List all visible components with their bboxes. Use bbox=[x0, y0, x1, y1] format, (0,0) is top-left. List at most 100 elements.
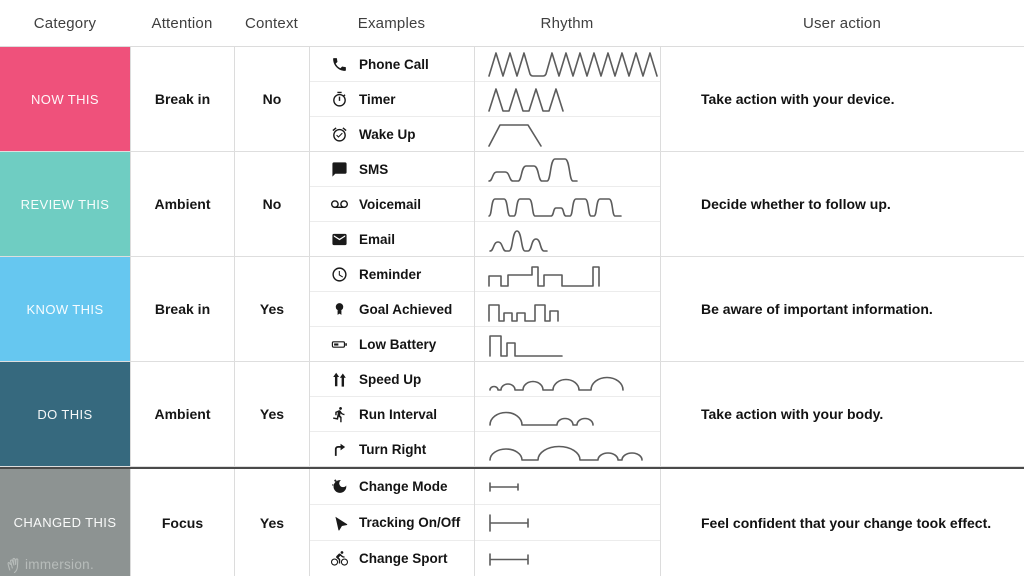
user-action-cell: Feel confident that your change took eff… bbox=[660, 469, 1024, 576]
rhythm-cell bbox=[474, 469, 660, 576]
rhythm-sms bbox=[475, 152, 660, 187]
category-cell: REVIEW THIS bbox=[0, 152, 130, 256]
user-action-cell: Take action with your device. bbox=[660, 47, 1024, 151]
watermark-text: immersion. bbox=[25, 557, 95, 572]
example-tracking-on-off: Tracking On/Off bbox=[310, 505, 474, 541]
example-label: SMS bbox=[359, 161, 389, 177]
user-action-cell: Decide whether to follow up. bbox=[660, 152, 1024, 256]
waveform-four-sharp-peaks bbox=[488, 88, 564, 112]
category-cell: CHANGED THIS bbox=[0, 469, 130, 576]
example-reminder: Reminder bbox=[310, 257, 474, 292]
rhythm-cell bbox=[474, 257, 660, 361]
rhythm-phone-call bbox=[475, 47, 660, 82]
example-voicemail: Voicemail bbox=[310, 187, 474, 222]
example-label: Change Mode bbox=[359, 479, 448, 494]
table-body: NOW THIS Break in No Phone Call Timer Wa… bbox=[0, 47, 1024, 576]
attention-value: Ambient bbox=[154, 406, 211, 422]
row-know-this: KNOW THIS Break in Yes Reminder Goal Ach… bbox=[0, 257, 1024, 362]
waveform-double-pulse-pause-small-double-pulse bbox=[488, 198, 622, 217]
category-label: KNOW THIS bbox=[26, 301, 104, 317]
category-label: CHANGED THIS bbox=[13, 515, 117, 530]
examples-cell: SMS Voicemail Email bbox=[309, 152, 474, 256]
attention-value: Break in bbox=[154, 91, 211, 107]
example-label: Reminder bbox=[359, 266, 422, 282]
user-action-text: Decide whether to follow up. bbox=[701, 196, 891, 212]
example-timer: Timer bbox=[310, 82, 474, 117]
category-label: REVIEW THIS bbox=[20, 196, 110, 212]
examples-cell: Change Mode Tracking On/Off Change Sport bbox=[309, 469, 474, 576]
attention-cell: Focus bbox=[130, 469, 234, 576]
rhythm-low-battery bbox=[475, 327, 660, 361]
rhythm-cell bbox=[474, 152, 660, 256]
user-action-cell: Take action with your body. bbox=[660, 362, 1024, 466]
header-context: Context bbox=[244, 14, 299, 32]
waveform-three-rising-round-pulses bbox=[488, 158, 578, 182]
waveform-large-hump-pause-two-small bbox=[489, 411, 594, 426]
rhythm-reminder bbox=[475, 257, 660, 292]
examples-cell: Reminder Goal Achieved Low Battery bbox=[309, 257, 474, 361]
alarm-check-icon bbox=[332, 126, 347, 142]
category-label: NOW THIS bbox=[31, 91, 99, 107]
medal-icon bbox=[335, 302, 344, 315]
example-wake-up: Wake Up bbox=[310, 117, 474, 151]
example-run-interval: Run Interval bbox=[310, 397, 474, 432]
context-cell: Yes bbox=[234, 469, 309, 576]
context-value: No bbox=[262, 91, 282, 107]
waveform-medium-large-two-small-humps bbox=[489, 445, 643, 461]
rhythm-speed-up bbox=[475, 362, 660, 397]
rhythm-email bbox=[475, 222, 660, 256]
category-cell: DO THIS bbox=[0, 362, 130, 466]
waveform-zigzag-burst-pause-long-burst bbox=[488, 52, 658, 77]
attention-value: Break in bbox=[154, 301, 211, 317]
immersion-hand-logo-icon bbox=[7, 557, 19, 573]
category-label: DO THIS bbox=[37, 406, 93, 422]
row-changed-this: CHANGED THIS Focus Yes Change Mode Track… bbox=[0, 467, 1024, 576]
waveform-mixed-square-wave-long bbox=[488, 266, 600, 287]
context-cell: Yes bbox=[234, 362, 309, 466]
rhythm-voicemail bbox=[475, 187, 660, 222]
waveform-tall-medium-square-pulse-fade bbox=[489, 335, 563, 357]
example-label: Run Interval bbox=[359, 406, 438, 422]
examples-cell: Phone Call Timer Wake Up bbox=[309, 47, 474, 151]
user-action-cell: Be aware of important information. bbox=[660, 257, 1024, 361]
waveform-rising-humps bbox=[489, 376, 624, 391]
rhythm-cell bbox=[474, 47, 660, 151]
examples-cell: Speed Up Run Interval Turn Right bbox=[309, 362, 474, 466]
example-label: Speed Up bbox=[359, 371, 422, 387]
attention-value: Ambient bbox=[154, 196, 211, 212]
example-change-mode: Change Mode bbox=[310, 469, 474, 505]
rhythm-tracking-on-off bbox=[475, 505, 660, 541]
context-cell: No bbox=[234, 152, 309, 256]
example-label: Low Battery bbox=[359, 336, 437, 352]
example-label: Change Sport bbox=[359, 551, 448, 566]
header-rhythm: Rhythm bbox=[540, 14, 594, 32]
example-label: Goal Achieved bbox=[359, 301, 453, 317]
header-attention: Attention bbox=[151, 14, 213, 32]
example-label: Timer bbox=[359, 91, 396, 107]
rhythm-timer bbox=[475, 82, 660, 117]
waveform-square-pulse-cluster bbox=[488, 304, 559, 322]
waveform-sustained-pulse-strong-start bbox=[489, 513, 529, 532]
example-label: Phone Call bbox=[359, 56, 429, 72]
user-action-text: Take action with your body. bbox=[701, 406, 884, 422]
attention-cell: Ambient bbox=[130, 152, 234, 256]
navigation-arrow-icon bbox=[335, 516, 348, 531]
context-value: No bbox=[262, 196, 282, 212]
user-action-text: Take action with your device. bbox=[701, 91, 895, 107]
battery-icon bbox=[331, 340, 347, 348]
example-goal-achieved: Goal Achieved bbox=[310, 292, 474, 327]
example-label: Tracking On/Off bbox=[359, 515, 461, 530]
rhythm-turn-right bbox=[475, 432, 660, 466]
email-icon bbox=[332, 233, 347, 245]
context-value: Yes bbox=[259, 406, 285, 422]
cyclist-icon bbox=[331, 551, 348, 566]
rhythm-change-mode bbox=[475, 469, 660, 505]
reminder-clock-icon bbox=[332, 266, 347, 282]
rhythm-cell bbox=[474, 362, 660, 466]
context-cell: Yes bbox=[234, 257, 309, 361]
rhythm-run-interval bbox=[475, 397, 660, 432]
user-action-text: Feel confident that your change took eff… bbox=[701, 514, 992, 531]
waveform-small-tall-medium-round-pulses bbox=[489, 230, 548, 252]
